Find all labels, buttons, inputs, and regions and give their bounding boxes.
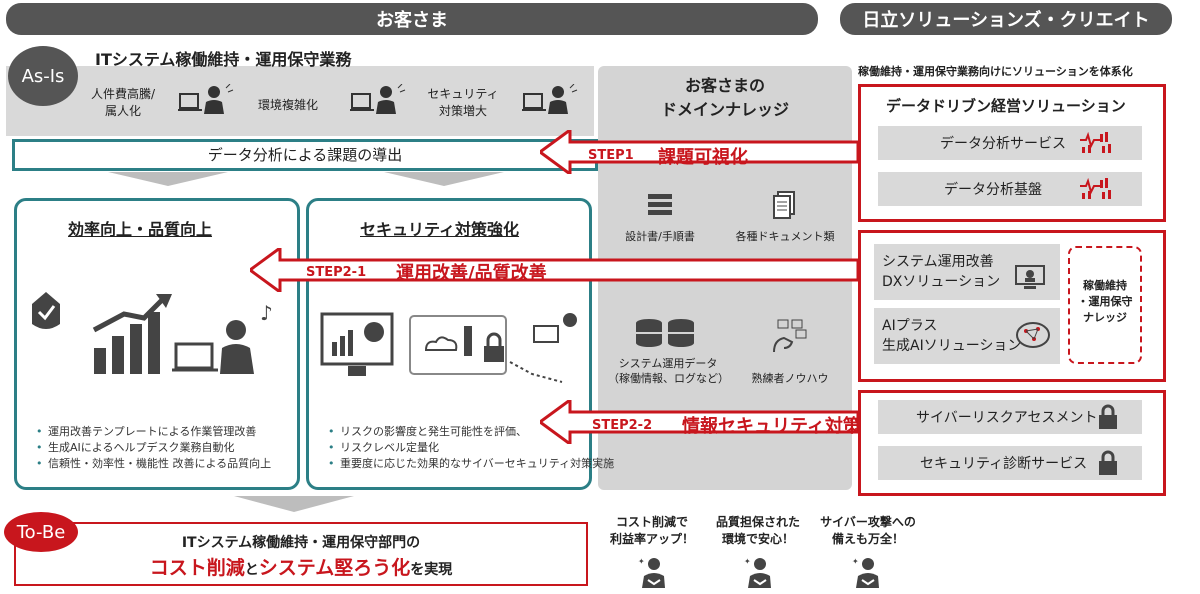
svg-text:✦: ✦ [744,557,751,566]
svg-text:✦: ✦ [638,557,645,566]
issue-label-2: 環境複雑化 [258,98,319,112]
person-laptop-icon [178,84,234,114]
data-driven-title: データドリブン経営ソリューション [886,97,1126,115]
service-label: セキュリティ診断サービス [920,456,1088,472]
security-bullets: リスクの影響度と発生可能性を評価、 リスクレベル定量化 重要度に応じた効果的なサ… [326,424,614,472]
tobe-line2: コスト削減とシステム堅ろう化を実現 [14,553,588,580]
down-arrow [234,496,354,512]
knowhow-box: 稼働維持・運用保守ナレッジ [1068,246,1142,364]
asis-badge: As-Is [8,46,78,106]
knowledge-title: お客さまのドメインナレッジ [660,76,789,119]
list-item: 重要度に応じた効果的なサイバーセキュリティ対策実施 [328,456,614,472]
hitachi-caption: 稼働維持・運用保守業務向けにソリューションを体系化 [858,65,1133,78]
tobe-highlight-robust: システム堅ろう化 [258,557,411,579]
books-icon [648,194,672,215]
happy-person-icon: ✦ [852,557,879,588]
tobe-badge: To-Be [4,512,78,552]
tobe-tail: を実現 [410,562,453,578]
ai-brain-icon [1016,322,1050,348]
person-laptop-icon [522,84,578,114]
tobe-line1: ITシステム稼働維持・運用保守部門の [181,535,421,551]
derive-bar: データ分析による課題の導出 [12,139,598,171]
lock-icon [1099,404,1117,429]
service-label: データ分析サービス [940,136,1066,152]
issue-label-3: セキュリティ対策増大 [427,87,499,118]
happy-person-icon: ✦ [638,557,665,588]
step21-arrow [250,248,858,292]
chart-icon [1080,178,1111,199]
knowledge-item-expert: 熟練者ノウハウ [751,372,829,385]
step1-tag: STEP1 [588,148,634,163]
asis-title: ITシステム稼働維持・運用保守業務 [95,50,352,69]
step22-label: 情報セキュリティ対策 [682,416,861,437]
company-header: 日立ソリューションズ・クリエイト [840,3,1172,35]
list-item: リスクの影響度と発生可能性を評価、 [328,424,614,440]
service-data-analysis: データ分析サービス [878,126,1142,160]
service-risk-assessment: サイバーリスクアセスメント [878,400,1142,434]
efficiency-bullets: 運用改善テンプレートによる作業管理改善 生成AIによるヘルプデスク業務自動化 信… [34,424,271,472]
tobe-mid: と [244,562,259,578]
happy-person-icon: ✦ [744,557,771,588]
growth-illustration: ♪ [32,292,273,374]
expert-hand-icon [773,319,807,353]
step1-arrow [540,130,858,174]
customer-header: お客さま [6,3,818,35]
service-security-diagnosis: セキュリティ診断サービス [878,446,1142,480]
service-data-platform: データ分析基盤 [878,172,1142,206]
tobe-box [14,522,588,586]
benefit-3: サイバー攻撃への備えも万全！ [820,515,916,546]
database-icon [636,319,694,347]
documents-icon [773,191,795,219]
monitor-robot-icon [1015,265,1045,289]
efficiency-title: 効率向上・品質向上 [68,220,213,239]
step22-arrow [540,400,858,444]
list-item: 生成AIによるヘルプデスク業務自動化 [36,440,271,456]
knowledge-item-design: 設計書/手順書 [625,230,695,243]
step21-tag: STEP2-1 [306,265,367,280]
service-label: サイバーリスクアセスメント [916,410,1098,426]
list-item: リスクレベル定量化 [328,440,614,456]
service-label: データ分析基盤 [944,182,1042,198]
tobe-highlight-cost: コスト削減 [149,557,245,579]
ops-ai-solution: AIプラス生成AIソリューション [874,308,1060,364]
issue-label-1: 人件費高騰/属人化 [90,87,156,118]
svg-text:✦: ✦ [852,557,859,566]
step1-label: 課題可視化 [658,147,748,168]
person-laptop-icon [350,84,406,114]
asis-panel [6,66,594,136]
lock-icon [1099,450,1117,475]
knowledge-item-opsdata: システム運用データ（稼働情報、ログなど） [608,357,729,385]
knowledge-item-docs: 各種ドキュメント類 [735,230,835,243]
security-illustration [320,312,577,383]
step21-label: 運用改善/品質改善 [396,263,547,284]
benefit-1: コスト削減で利益率アップ！ [609,515,694,546]
step22-tag: STEP2-2 [592,418,653,433]
benefit-2: 品質担保された環境で安心！ [715,515,800,546]
down-arrow [108,172,228,186]
security-title: セキュリティ対策強化 [360,220,520,239]
chart-icon [1080,132,1111,153]
list-item: 信頼性・効率性・機能性 改善による品質向上 [36,456,271,472]
ops-ai-label: AIプラス生成AIソリューション [882,318,1022,354]
down-arrow [384,172,504,186]
list-item: 運用改善テンプレートによる作業管理改善 [36,424,271,440]
svg-text:♪: ♪ [260,301,273,325]
